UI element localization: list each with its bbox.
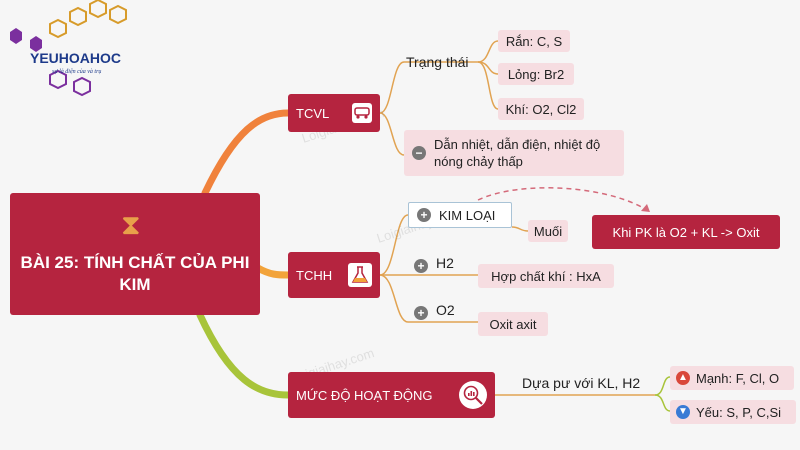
expand-icon[interactable]: + [417,208,431,222]
muoi-node[interactable]: Muối [528,220,568,242]
collapse-icon[interactable]: − [412,146,426,160]
state-gas[interactable]: Khí: O2, Cl2 [498,98,584,120]
main-topic[interactable]: BÀI 25: TÍNH CHẤT CỦA PHI KIM [10,193,260,315]
connector-activity [196,311,292,399]
branch-activity[interactable]: MỨC ĐỘ HOẠT ĐỘNG [288,372,495,418]
connector-tcvl [201,109,292,197]
expand-icon[interactable]: + [414,306,428,320]
fire-icon: ▲ [676,371,690,385]
flask-icon [348,263,372,287]
thumbs-down-icon: ▼ [676,405,690,419]
branch-tchh-label: TCHH [296,267,333,283]
main-topic-title: BÀI 25: TÍNH CHẤT CỦA PHI KIM [20,253,250,294]
state-liquid[interactable]: Lỏng: Br2 [498,63,574,85]
weak-label: Yếu: S, P, C,Si [696,404,782,420]
o2-node[interactable]: + O2 [414,301,455,320]
branch-activity-label: MỨC ĐỘ HOẠT ĐỘNG [296,387,433,403]
strong-label: Mạnh: F, Cl, O [696,370,780,386]
kim-loai-label: KIM LOẠI [439,207,496,223]
branch-tchh[interactable]: TCHH [288,252,380,298]
svg-text:YEUHOAHOC: YEUHOAHOC [30,50,121,66]
hourglass-icon: ⧗ [121,209,141,240]
strong-node[interactable]: ▲ Mạnh: F, Cl, O [670,366,794,390]
kim-loai-node[interactable]: + KIM LOẠI [408,202,512,228]
expand-icon[interactable]: + [414,259,428,273]
yeuhoahoc-logo: YEUHOAHOC sự lả điện của và trụ [10,0,127,97]
oxit-axit-node[interactable]: Oxit axit [478,312,548,336]
activity-basis: Dựa pư với KL, H2 [522,375,641,391]
hop-chat-khi-node[interactable]: Hợp chất khí : HxA [478,264,614,288]
h2-label: H2 [436,255,454,271]
h2-node[interactable]: + H2 [414,254,454,273]
conduct-line-2: nóng chảy thấp [434,154,523,169]
connector-tchh [254,264,292,279]
conduct-line-1: Dẫn nhiệt, dẫn điện, nhiệt độ [434,137,601,152]
o2-label: O2 [436,302,455,318]
branch-tcvl-label: TCVL [296,105,330,121]
chart-magnifier-icon [459,381,487,409]
state-solid[interactable]: Rắn: C, S [498,30,570,52]
oxide-note[interactable]: Khi PK là O2 + KL -> Oxit [592,215,780,249]
conduct-note[interactable]: − Dẫn nhiệt, dẫn điện, nhiệt độ nóng chả… [404,130,624,176]
branch-tcvl[interactable]: TCVL [288,94,380,132]
svg-text:sự lả điện của và trụ: sự lả điện của và trụ [52,69,101,75]
weak-node[interactable]: ▼ Yếu: S, P, C,Si [670,400,796,424]
state-label: Trạng thái [406,54,469,70]
vehicle-icon [352,103,372,123]
